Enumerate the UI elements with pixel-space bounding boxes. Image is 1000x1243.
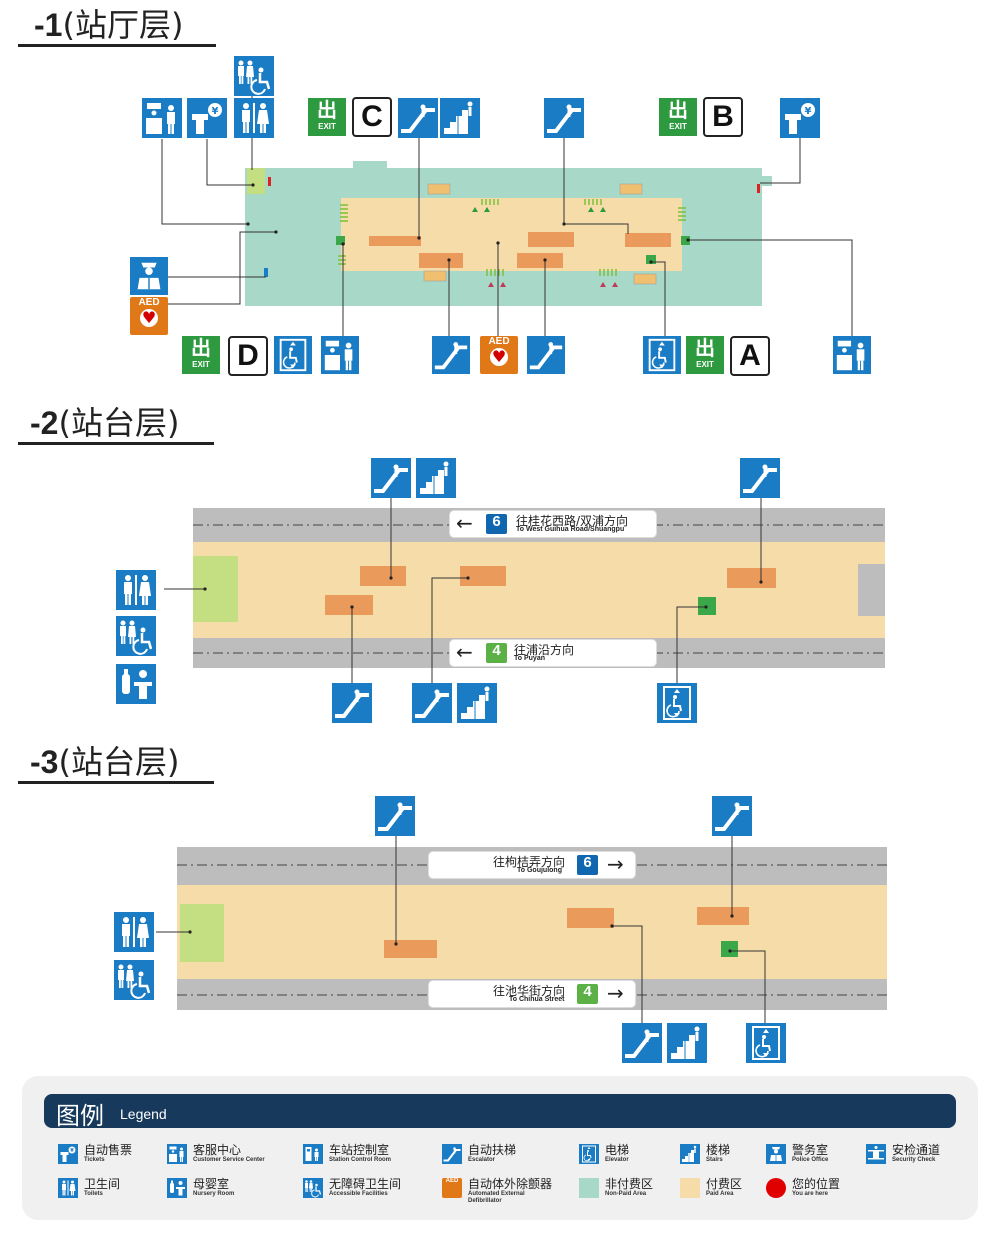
escalator-b1-1	[369, 236, 421, 246]
stairs-icon	[680, 1144, 700, 1164]
escalator-b2-1	[360, 566, 406, 586]
floor-b3-map	[156, 836, 887, 1023]
aed-icon: AED	[442, 1178, 462, 1198]
paid-swatch	[680, 1178, 700, 1198]
direction-sign-b3-top: 往枸桔弄方向 To Goujulong 6 →	[429, 852, 635, 878]
toilet-area-b1	[247, 168, 265, 194]
stairs-icon	[667, 1023, 707, 1063]
floor-title-b3: -3(站台层)	[30, 743, 180, 781]
title-rule-b3	[18, 781, 214, 784]
aed-icon: AED♥	[480, 336, 518, 374]
arrow-right-icon: →	[607, 981, 624, 1005]
you-are-here-dot	[766, 1178, 786, 1198]
accessible-toilet-icon	[303, 1178, 323, 1198]
title-rule-b2	[18, 442, 214, 445]
escalator-b1-2	[419, 253, 463, 268]
platform-b3	[177, 885, 887, 979]
toilet-icon	[113, 912, 155, 952]
service-icon	[167, 1144, 187, 1164]
police-icon	[766, 1144, 786, 1164]
arrow-left-icon: ←	[456, 511, 473, 535]
ticket-icon	[58, 1144, 78, 1164]
escalator-b2-4	[727, 568, 776, 588]
floor-b1-map	[161, 95, 853, 336]
line6-badge: 6	[486, 514, 507, 534]
elevator-icon	[579, 1144, 599, 1164]
escalator-b2-3	[325, 595, 373, 615]
escalator-b3-3	[697, 907, 749, 925]
floor-title-b1: -1(站厅层)	[34, 6, 184, 44]
accessible-toilet-icon	[113, 960, 155, 1000]
escalator-b3-2	[567, 908, 614, 928]
exit-b-letter: B	[703, 97, 743, 137]
escalator-b3-1	[384, 940, 437, 958]
title-rule-b1	[18, 44, 216, 47]
nonpaid-swatch	[579, 1178, 599, 1198]
arrow-right-icon: →	[607, 852, 624, 876]
exit-d-letter: D	[228, 336, 268, 376]
security-icon	[866, 1144, 886, 1164]
platform-b2	[193, 542, 885, 638]
direction-sign-b2-top: ← 6 往桂花西路/双浦方向 To West Guihua Road/Shuan…	[450, 511, 656, 537]
elevator-b1-right	[681, 236, 690, 245]
direction-sign-b3-bottom: 往池华街方向 To Chihua Street 4 →	[429, 981, 635, 1007]
aed-icon: AED♥	[130, 297, 168, 335]
escalator-icon	[442, 1144, 462, 1164]
toilet-icon	[58, 1178, 78, 1198]
exit-a-letter: A	[730, 336, 770, 376]
elevator-b1-d	[336, 236, 345, 245]
toilet-area-b3	[180, 904, 224, 962]
elevator-b3	[721, 941, 738, 957]
escalator-b1-3	[528, 232, 574, 247]
escalator-icon	[712, 796, 752, 836]
line4-badge: 4	[577, 984, 598, 1004]
line4-badge: 4	[486, 643, 507, 663]
escalator-icon	[622, 1023, 662, 1063]
escalator-b1-5	[625, 233, 671, 247]
legend-header: 图例 Legend	[44, 1094, 956, 1130]
elevator-b1-a	[646, 255, 656, 264]
direction-sign-b2-bottom: ← 4 往浦沿方向 To Puyan	[450, 640, 656, 666]
escalator-b1-4	[517, 253, 563, 268]
elevator-icon	[746, 1023, 786, 1063]
exit-c-letter: C	[352, 97, 392, 137]
nursery-icon	[167, 1178, 187, 1198]
floor-title-b2: -2(站台层)	[30, 404, 180, 442]
escalator-b2-2	[460, 566, 506, 586]
control-room-icon	[303, 1144, 323, 1164]
escalator-icon	[375, 796, 415, 836]
line6-badge: 6	[577, 855, 598, 875]
arrow-left-icon: ←	[456, 640, 473, 664]
